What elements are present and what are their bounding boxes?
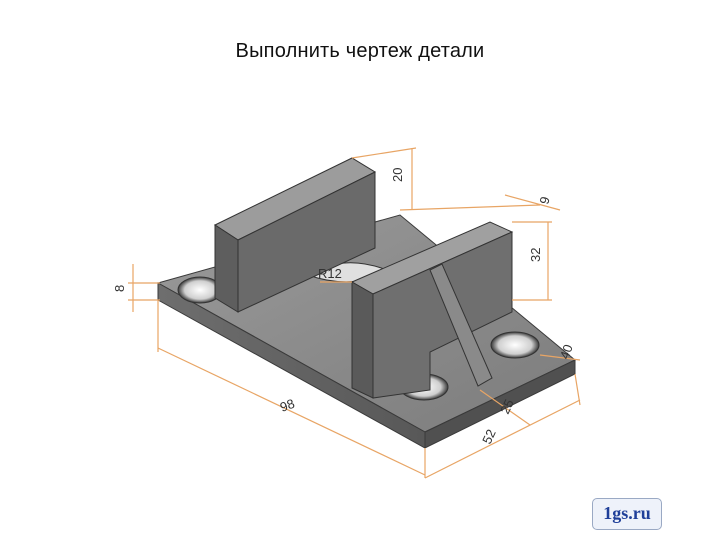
rib bbox=[429, 263, 493, 387]
dim-98: 98 bbox=[278, 396, 297, 415]
dim-32: 32 bbox=[528, 248, 543, 262]
dim-20: 20 bbox=[390, 168, 405, 182]
dim-25: 25 bbox=[497, 397, 517, 416]
right-wall bbox=[350, 221, 514, 399]
left-wall-face bbox=[237, 171, 376, 313]
page-title: Выполнить чертеж детали bbox=[235, 40, 485, 62]
dim-8: 8 bbox=[112, 285, 127, 292]
dimension-lines bbox=[128, 147, 581, 479]
dim-r12: R12 bbox=[318, 266, 342, 281]
dim-52: 52 bbox=[479, 427, 499, 446]
hole-right bbox=[490, 331, 540, 359]
left-wall-front bbox=[214, 224, 239, 313]
right-wall-face bbox=[372, 231, 513, 399]
site-logo: 1gs.ru bbox=[592, 498, 662, 530]
dim-40: 40 bbox=[557, 342, 576, 361]
right-wall-front bbox=[351, 281, 374, 399]
dim-9: 9 bbox=[536, 195, 552, 206]
left-wall bbox=[213, 157, 377, 313]
